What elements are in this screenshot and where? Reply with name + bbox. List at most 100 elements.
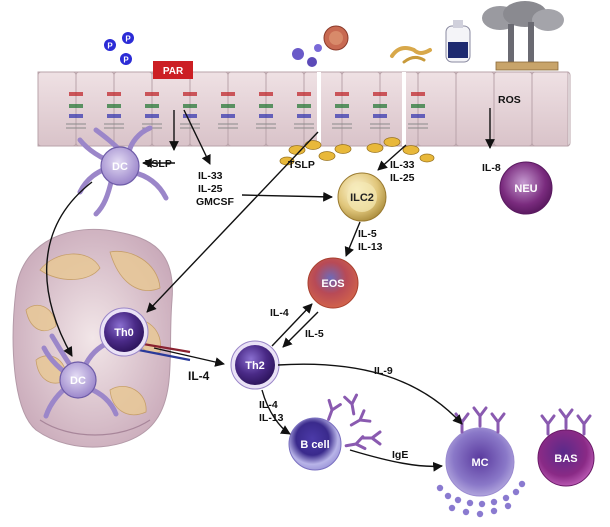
il13-ilc2-label: IL-13 xyxy=(358,241,383,253)
il33-left-label: IL-33 xyxy=(198,170,223,182)
granule xyxy=(502,494,510,502)
dendritic-cell-top: DC xyxy=(77,125,169,217)
desmosome-marker xyxy=(104,123,124,129)
tslp-mid-label: TSLP xyxy=(288,159,315,171)
desmosome-marker xyxy=(294,123,314,129)
antibody-icon xyxy=(558,408,574,430)
tight-junction-marker xyxy=(297,104,311,108)
granule xyxy=(444,492,452,500)
tight-junction-marker xyxy=(335,114,349,118)
granule xyxy=(504,502,512,510)
dc-bottom-label: DC xyxy=(70,375,86,387)
tight-junction-marker xyxy=(259,114,273,118)
il9-label: IL-9 xyxy=(374,365,393,377)
ros-label: ROS xyxy=(498,94,521,106)
tight-junction-marker xyxy=(69,92,83,96)
phospho-icon xyxy=(122,32,134,44)
il25-right-label: IL-25 xyxy=(390,172,415,184)
il25-left-label: IL-25 xyxy=(198,183,223,195)
tight-junction-marker xyxy=(221,92,235,96)
th0-label: Th0 xyxy=(114,327,134,339)
dc-top-label: DC xyxy=(112,161,128,173)
granule xyxy=(436,484,444,492)
tight-junction-marker xyxy=(259,92,273,96)
antibody-icon xyxy=(349,409,372,427)
tight-junction-marker xyxy=(69,104,83,108)
mast-cell: MC xyxy=(436,427,526,518)
tight-junction-marker xyxy=(411,92,425,96)
desmosome-marker xyxy=(218,123,238,129)
cytokine-labels: TSLP IL-33 IL-25 GMCSF TSLP IL-33 IL-25 … xyxy=(145,158,501,461)
phospho-label-3: P xyxy=(123,56,129,65)
granule xyxy=(448,504,456,512)
antibody-icon xyxy=(540,414,556,436)
il4-th2-label: IL-4 xyxy=(259,399,278,411)
neutrophil-cell: NEU xyxy=(499,161,553,215)
ilc2-cell: ILC2 xyxy=(337,172,387,222)
desmosome-marker xyxy=(256,123,276,129)
antibody-icon xyxy=(576,414,592,436)
par-label: PAR xyxy=(163,66,184,77)
tight-junction-marker xyxy=(373,92,387,96)
tight-junction-marker xyxy=(183,92,197,96)
granule xyxy=(476,510,484,518)
tight-junction-marker xyxy=(107,104,121,108)
tight-junction-marker xyxy=(259,104,273,108)
granule xyxy=(518,480,526,488)
th2-cell: Th2 xyxy=(230,340,280,390)
th2-label: Th2 xyxy=(245,360,265,372)
phospho-group: P P P xyxy=(104,32,134,65)
granule xyxy=(462,508,470,516)
b-cell: B cell xyxy=(288,417,342,471)
eos-label: EOS xyxy=(321,278,344,290)
granule xyxy=(466,499,474,507)
bas-label: BAS xyxy=(554,453,577,465)
tight-junction-marker xyxy=(297,114,311,118)
epithelial-cell xyxy=(531,71,571,147)
antibody-icon xyxy=(344,435,367,451)
tight-junction-marker xyxy=(411,114,425,118)
tight-junction-marker xyxy=(373,114,387,118)
desmosome-marker xyxy=(332,123,352,129)
arrows xyxy=(45,108,495,472)
eosinophil-cell: EOS xyxy=(307,257,359,309)
ige-label: IgE xyxy=(392,449,408,461)
virus-icon xyxy=(314,44,322,52)
tight-junction-marker xyxy=(183,104,197,108)
antibody-icon xyxy=(343,393,359,416)
tight-junction-marker xyxy=(411,104,425,108)
granule xyxy=(454,496,462,504)
epithelial-layer xyxy=(37,71,571,147)
tight-junction-marker xyxy=(221,104,235,108)
desmosome-marker xyxy=(408,123,428,129)
granule xyxy=(478,500,486,508)
mc-label: MC xyxy=(471,457,488,469)
bleach-bottle-icon xyxy=(445,20,471,63)
factory-smoke-icon xyxy=(482,1,564,71)
il4-eos-label: IL-4 xyxy=(270,307,289,319)
tight-junction-marker xyxy=(183,114,197,118)
tight-junction-marker xyxy=(145,92,159,96)
tight-junction-marker xyxy=(145,114,159,118)
desmosome-marker xyxy=(370,123,390,129)
tight-junction-marker xyxy=(107,114,121,118)
phospho-label-1: P xyxy=(107,42,113,51)
gmcsf-label: GMCSF xyxy=(196,196,235,208)
antibody-icon xyxy=(327,398,342,421)
th0-cell: Th0 xyxy=(99,307,149,357)
il5-ilc2-label: IL-5 xyxy=(358,228,377,240)
basophil-cell: BAS xyxy=(537,429,595,487)
tight-junction-marker xyxy=(297,92,311,96)
bcell-label: B cell xyxy=(300,439,329,451)
tslp-left-label: TSLP xyxy=(145,158,172,170)
virus-icon xyxy=(292,48,304,60)
neu-label: NEU xyxy=(514,183,537,195)
par-receptor: PAR xyxy=(153,61,193,79)
phospho-icon xyxy=(104,39,116,51)
antibody-icon xyxy=(472,406,488,428)
desmosome-marker xyxy=(66,123,86,129)
phospho-label-2: P xyxy=(125,35,131,44)
il4-th0-label: IL-4 xyxy=(188,369,210,383)
phospho-icon xyxy=(120,53,132,65)
